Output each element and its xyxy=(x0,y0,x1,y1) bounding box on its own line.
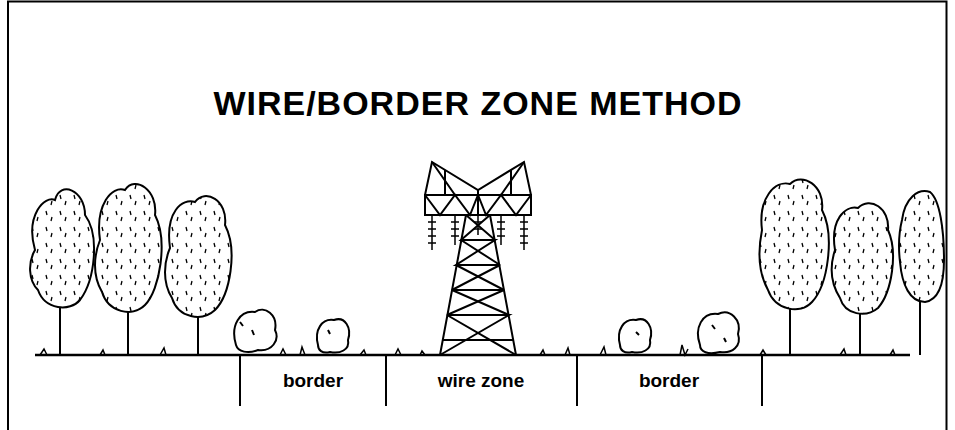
frame xyxy=(8,2,947,430)
tree-group-left xyxy=(30,184,231,355)
grass xyxy=(40,345,895,355)
diagram-title: WIRE/BORDER ZONE METHOD xyxy=(213,84,742,122)
zone-label-holder: wire zone xyxy=(438,370,525,392)
zone-label-holder: border xyxy=(283,370,343,392)
transmission-tower xyxy=(425,162,531,355)
shrub-group xyxy=(234,310,739,353)
zone-label: border xyxy=(283,370,343,391)
zone-divider xyxy=(240,355,762,406)
tree-group-right xyxy=(760,179,944,355)
title-holder: WIRE/BORDER ZONE METHOD xyxy=(213,84,742,123)
ground-line xyxy=(35,354,910,357)
zone-label: wire zone xyxy=(438,370,525,391)
zone-label: border xyxy=(639,370,699,391)
zone-label-holder: border xyxy=(639,370,699,392)
